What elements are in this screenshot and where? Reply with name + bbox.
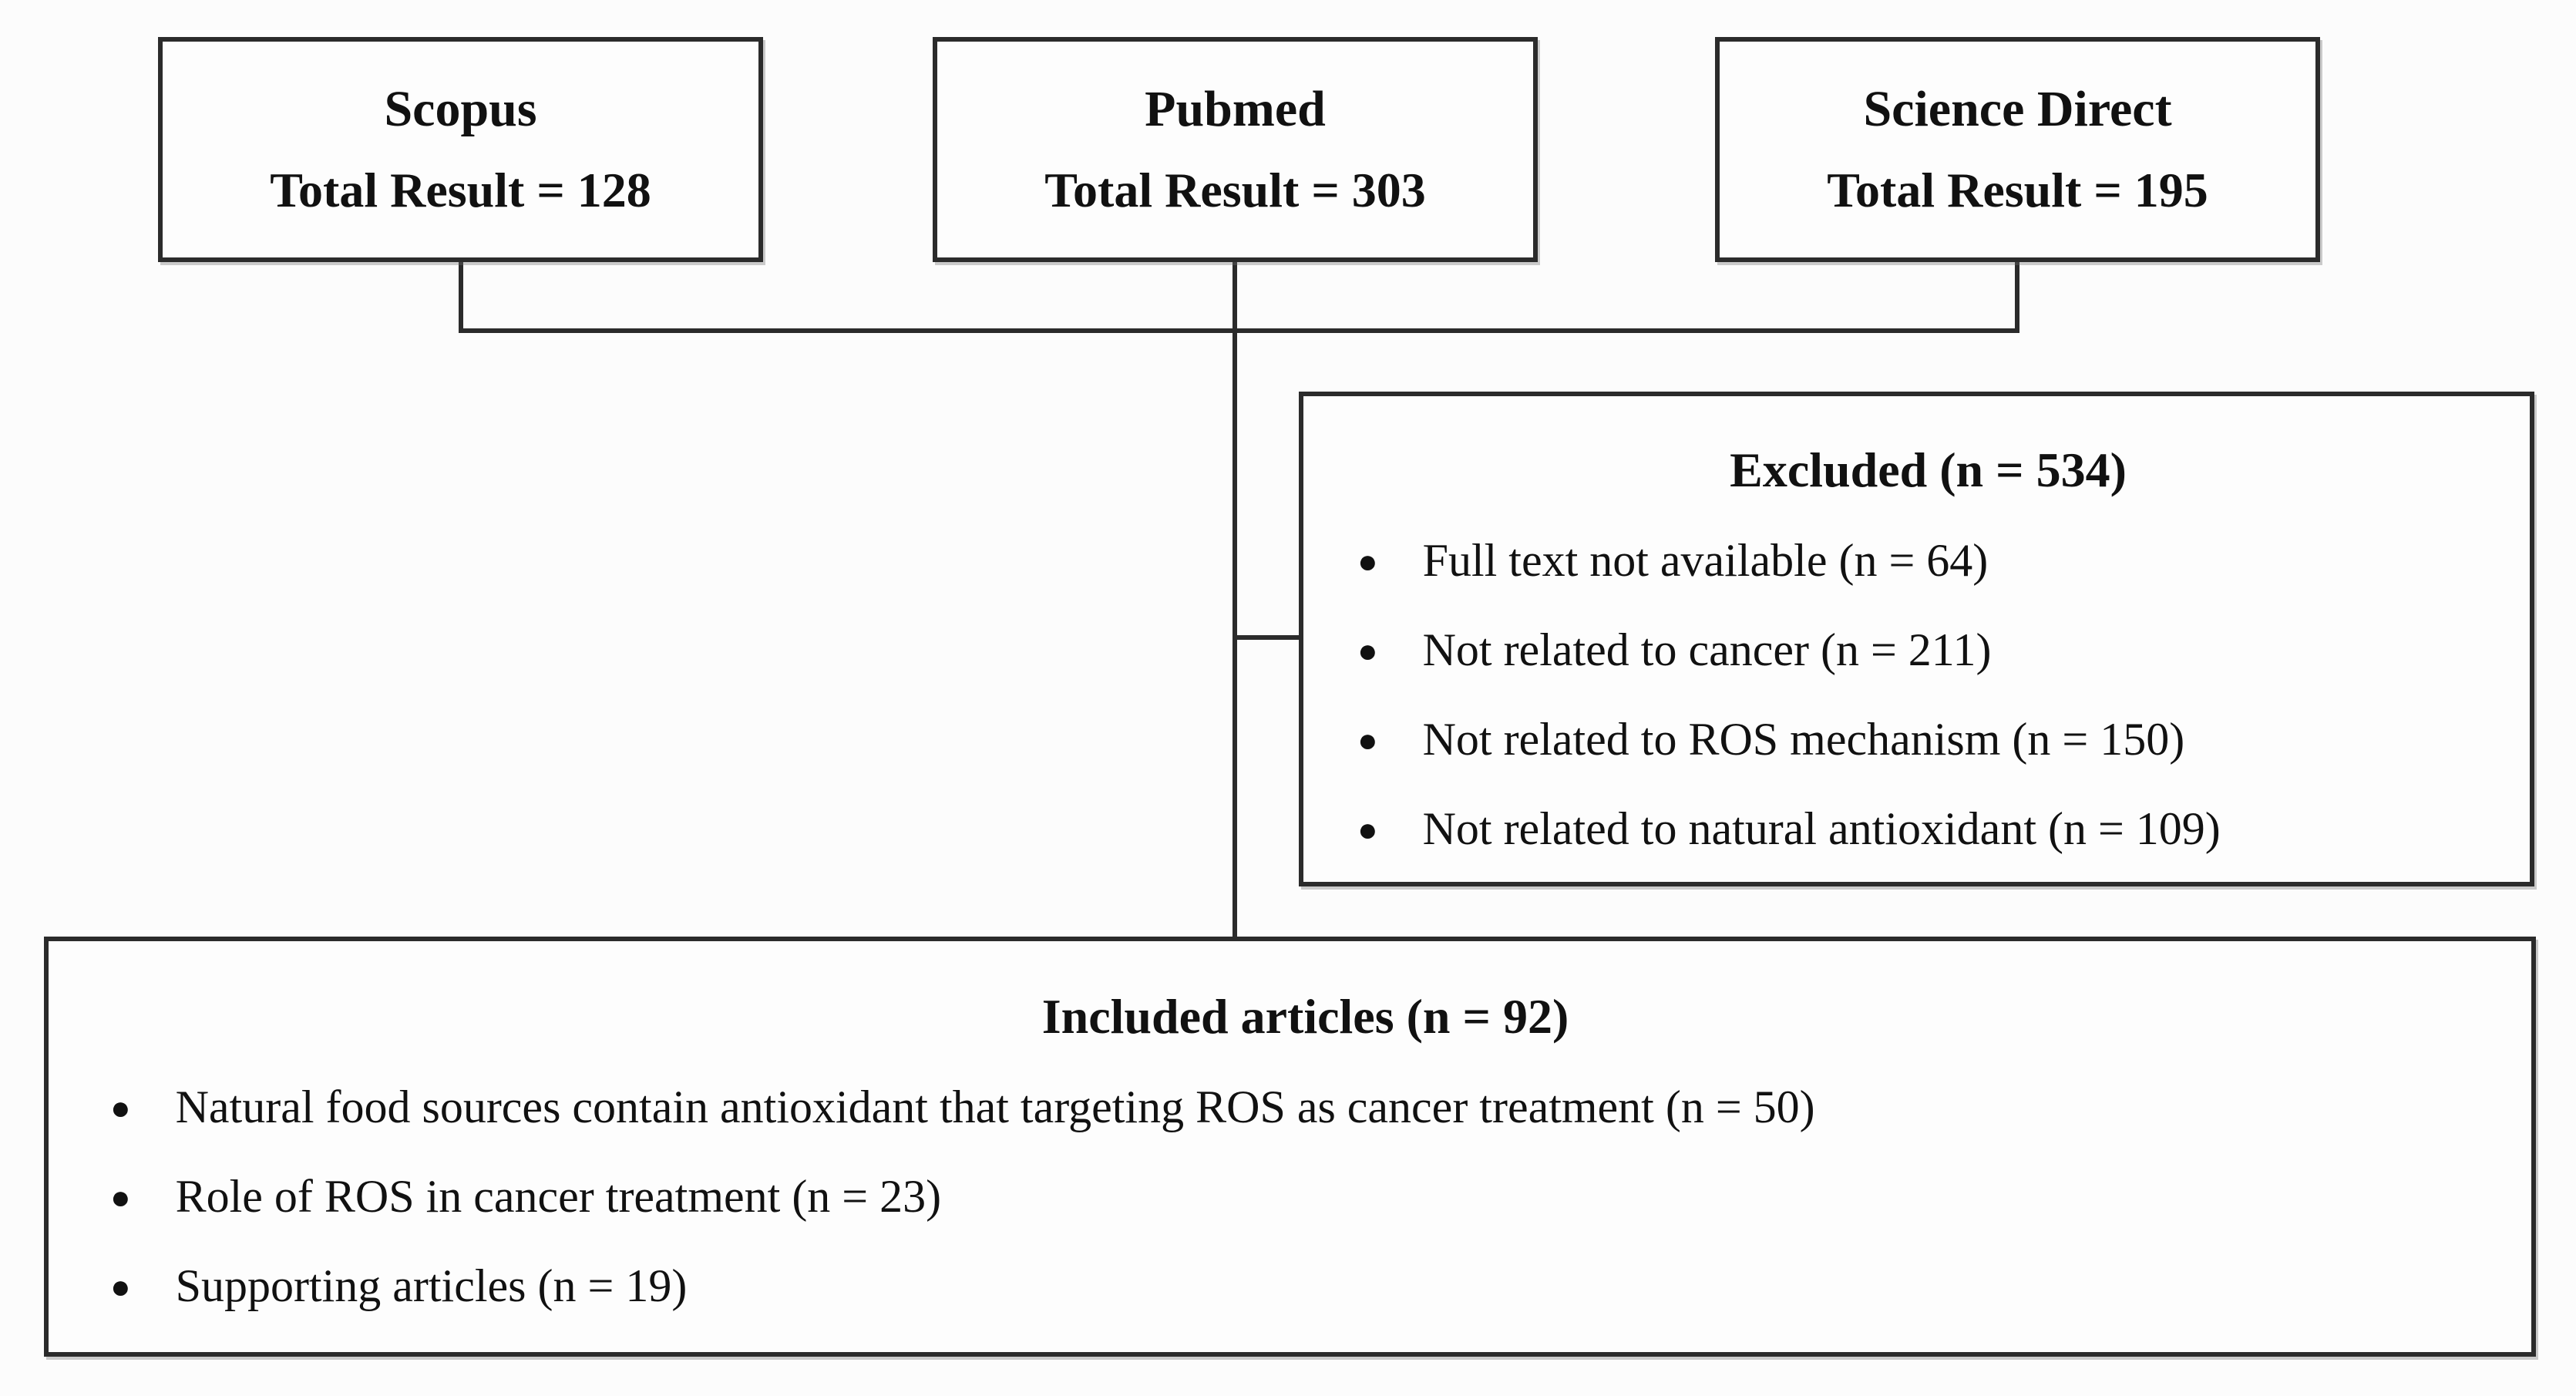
included-item-text: Natural food sources contain antioxidant… <box>175 1081 1815 1132</box>
bullet-icon: ● <box>1357 632 1378 670</box>
excluded-box: Excluded (n = 534) ● Full text not avail… <box>1299 392 2534 886</box>
source-name: Scopus <box>384 81 537 137</box>
source-total: Total Result = 128 <box>270 163 651 217</box>
source-box-science-direct: Science Direct Total Result = 195 <box>1715 37 2320 262</box>
excluded-item: ● Not related to natural antioxidant (n … <box>1357 786 2499 876</box>
bullet-icon: ● <box>1357 722 1378 759</box>
included-item: ● Supporting articles (n = 19) <box>110 1243 2500 1333</box>
included-item: ● Role of ROS in cancer treatment (n = 2… <box>110 1154 2500 1243</box>
included-title: Included articles (n = 92) <box>1041 989 1569 1044</box>
excluded-list: ● Full text not available (n = 64) ● Not… <box>1357 518 2499 876</box>
bullet-icon: ● <box>110 1179 131 1216</box>
source-box-pubmed: Pubmed Total Result = 303 <box>933 37 1538 262</box>
included-box: Included articles (n = 92) ● Natural foo… <box>44 937 2536 1357</box>
excluded-item: ● Full text not available (n = 64) <box>1357 518 2499 607</box>
excluded-item-text: Full text not available (n = 64) <box>1422 535 1989 586</box>
excluded-item: ● Not related to cancer (n = 211) <box>1357 607 2499 697</box>
source-name: Pubmed <box>1145 81 1326 137</box>
source-total: Total Result = 303 <box>1044 163 1426 217</box>
excluded-item-text: Not related to cancer (n = 211) <box>1422 624 1992 675</box>
excluded-item: ● Not related to ROS mechanism (n = 150) <box>1357 697 2499 786</box>
excluded-item-text: Not related to natural antioxidant (n = … <box>1422 803 2221 854</box>
bullet-icon: ● <box>110 1268 131 1306</box>
bullet-icon: ● <box>1357 543 1378 580</box>
excluded-item-text: Not related to ROS mechanism (n = 150) <box>1422 714 2185 765</box>
bullet-icon: ● <box>110 1089 131 1127</box>
included-item-text: Role of ROS in cancer treatment (n = 23) <box>175 1171 942 1222</box>
included-item: ● Natural food sources contain antioxida… <box>110 1065 2500 1154</box>
connector-sciencedirect-stub <box>2015 262 2019 333</box>
connector-pubmed-trunk <box>1233 262 1237 937</box>
connector-sources-horizontal <box>459 328 2019 333</box>
connector-scopus-stub <box>459 262 463 333</box>
included-list: ● Natural food sources contain antioxida… <box>110 1065 2500 1333</box>
source-total: Total Result = 195 <box>1827 163 2208 217</box>
included-item-text: Supporting articles (n = 19) <box>175 1260 688 1311</box>
source-name: Science Direct <box>1863 81 2172 137</box>
bullet-icon: ● <box>1357 811 1378 849</box>
excluded-title: Excluded (n = 534) <box>1730 442 2127 497</box>
connector-excluded-branch <box>1233 635 1303 640</box>
source-box-scopus: Scopus Total Result = 128 <box>158 37 763 262</box>
